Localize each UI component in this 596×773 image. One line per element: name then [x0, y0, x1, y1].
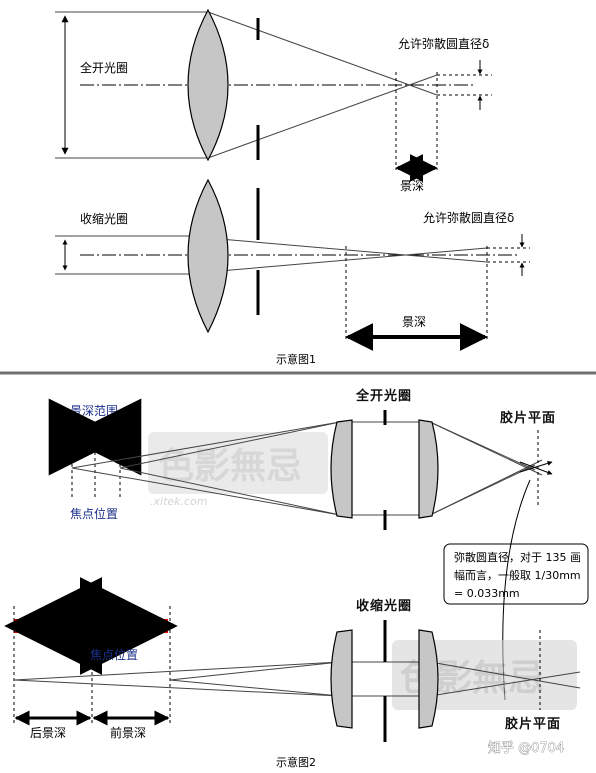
lens-fig2-bottom-rear	[418, 629, 439, 729]
label-dof-range-top: 景深范围	[70, 404, 118, 418]
dof-range-boundaries-top	[71, 422, 121, 500]
dof-boundaries-bottom	[345, 246, 530, 340]
label-coc-bottom: 允许弥散圆直径δ	[423, 210, 514, 225]
label-full-aperture-fig2: 全开光圈	[355, 388, 412, 404]
lens-fig2-top-rear	[418, 419, 439, 519]
label-film-plane-top: 胶片平面	[500, 410, 556, 426]
label-focus-bottom: 焦点位置	[90, 647, 138, 662]
coc-note-line-2: 幅而言，一般取 1/30mm	[454, 569, 581, 582]
label-front-dof: 前景深	[110, 725, 146, 740]
lens-fig2-bottom-front	[330, 629, 353, 729]
label-coc-top: 允许弥散圆直径δ	[398, 36, 489, 51]
rays-full-aperture	[55, 11, 438, 159]
lens-fig2-top-front	[330, 419, 353, 519]
focus-arrows-top	[519, 460, 553, 475]
label-dof-bottom: 景深	[402, 315, 426, 329]
label-dof-top: 景深	[400, 179, 424, 193]
caption-figure-2: 示意图2	[276, 755, 316, 769]
label-dof-range-bottom: 景深范围	[65, 600, 113, 614]
coc-note-line-1: 弥散圆直径，对于 135 画	[454, 550, 581, 564]
dof-boundaries-fig2-bottom	[13, 606, 171, 725]
rays-stopped-down	[55, 235, 488, 275]
rays-bottom-fig2	[13, 661, 581, 697]
label-focus-top: 焦点位置	[70, 506, 118, 521]
rays-top-fig2	[71, 421, 543, 516]
svg-text:色影無忌: 色影無忌	[158, 445, 302, 487]
coc-note-box	[443, 543, 589, 605]
label-stopped-down: 收缩光圈	[80, 211, 128, 226]
lens-bottom	[187, 178, 229, 334]
label-film-plane-bottom: 胶片平面	[505, 716, 561, 732]
figure-1: 全开光圈 允许弥散圆直径δ 景深 收缩光圈 允许弥散圆直径δ 景深 示意图1	[55, 8, 530, 366]
lens-top	[187, 8, 229, 162]
label-full-aperture: 全开光圈	[80, 60, 128, 75]
credit-text: 知乎 @0704	[488, 740, 564, 756]
label-rear-dof: 后景深	[30, 726, 66, 740]
caption-figure-1: 示意图1	[276, 352, 316, 366]
coc-note-line-3: = 0.033mm	[454, 587, 520, 600]
label-stopped-down-fig2: 收缩光圈	[356, 598, 412, 614]
svg-text:.xitek.com: .xitek.com	[150, 495, 208, 508]
dof-boundaries-top	[395, 72, 492, 170]
figure-2: 色影無忌 .xitek.com 景深范围 全开光圈	[4, 388, 589, 769]
